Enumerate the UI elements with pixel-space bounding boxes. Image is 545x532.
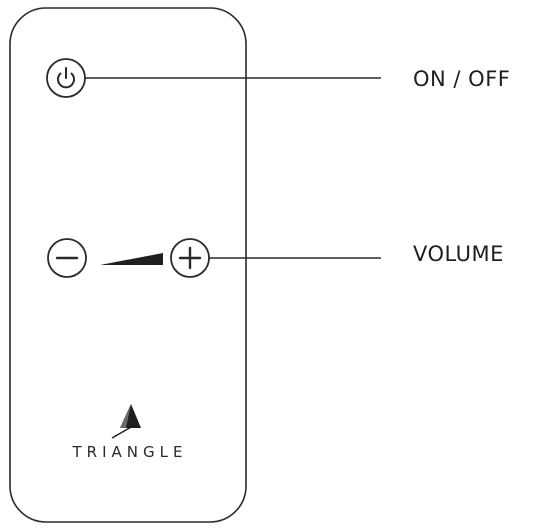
- triangle-logo-icon: [111, 404, 141, 439]
- plus-icon: [178, 246, 202, 270]
- power-icon: [57, 67, 75, 89]
- volume-label: VOLUME: [413, 242, 504, 266]
- on-off-label: ON / OFF: [413, 67, 511, 91]
- power-button[interactable]: [46, 58, 86, 98]
- volume-ramp-icon: [100, 253, 163, 265]
- remote-body: [9, 7, 247, 523]
- volume-up-button[interactable]: [170, 238, 210, 278]
- brand-wordmark: TRIANGLE: [72, 443, 188, 461]
- volume-down-button[interactable]: [47, 238, 87, 278]
